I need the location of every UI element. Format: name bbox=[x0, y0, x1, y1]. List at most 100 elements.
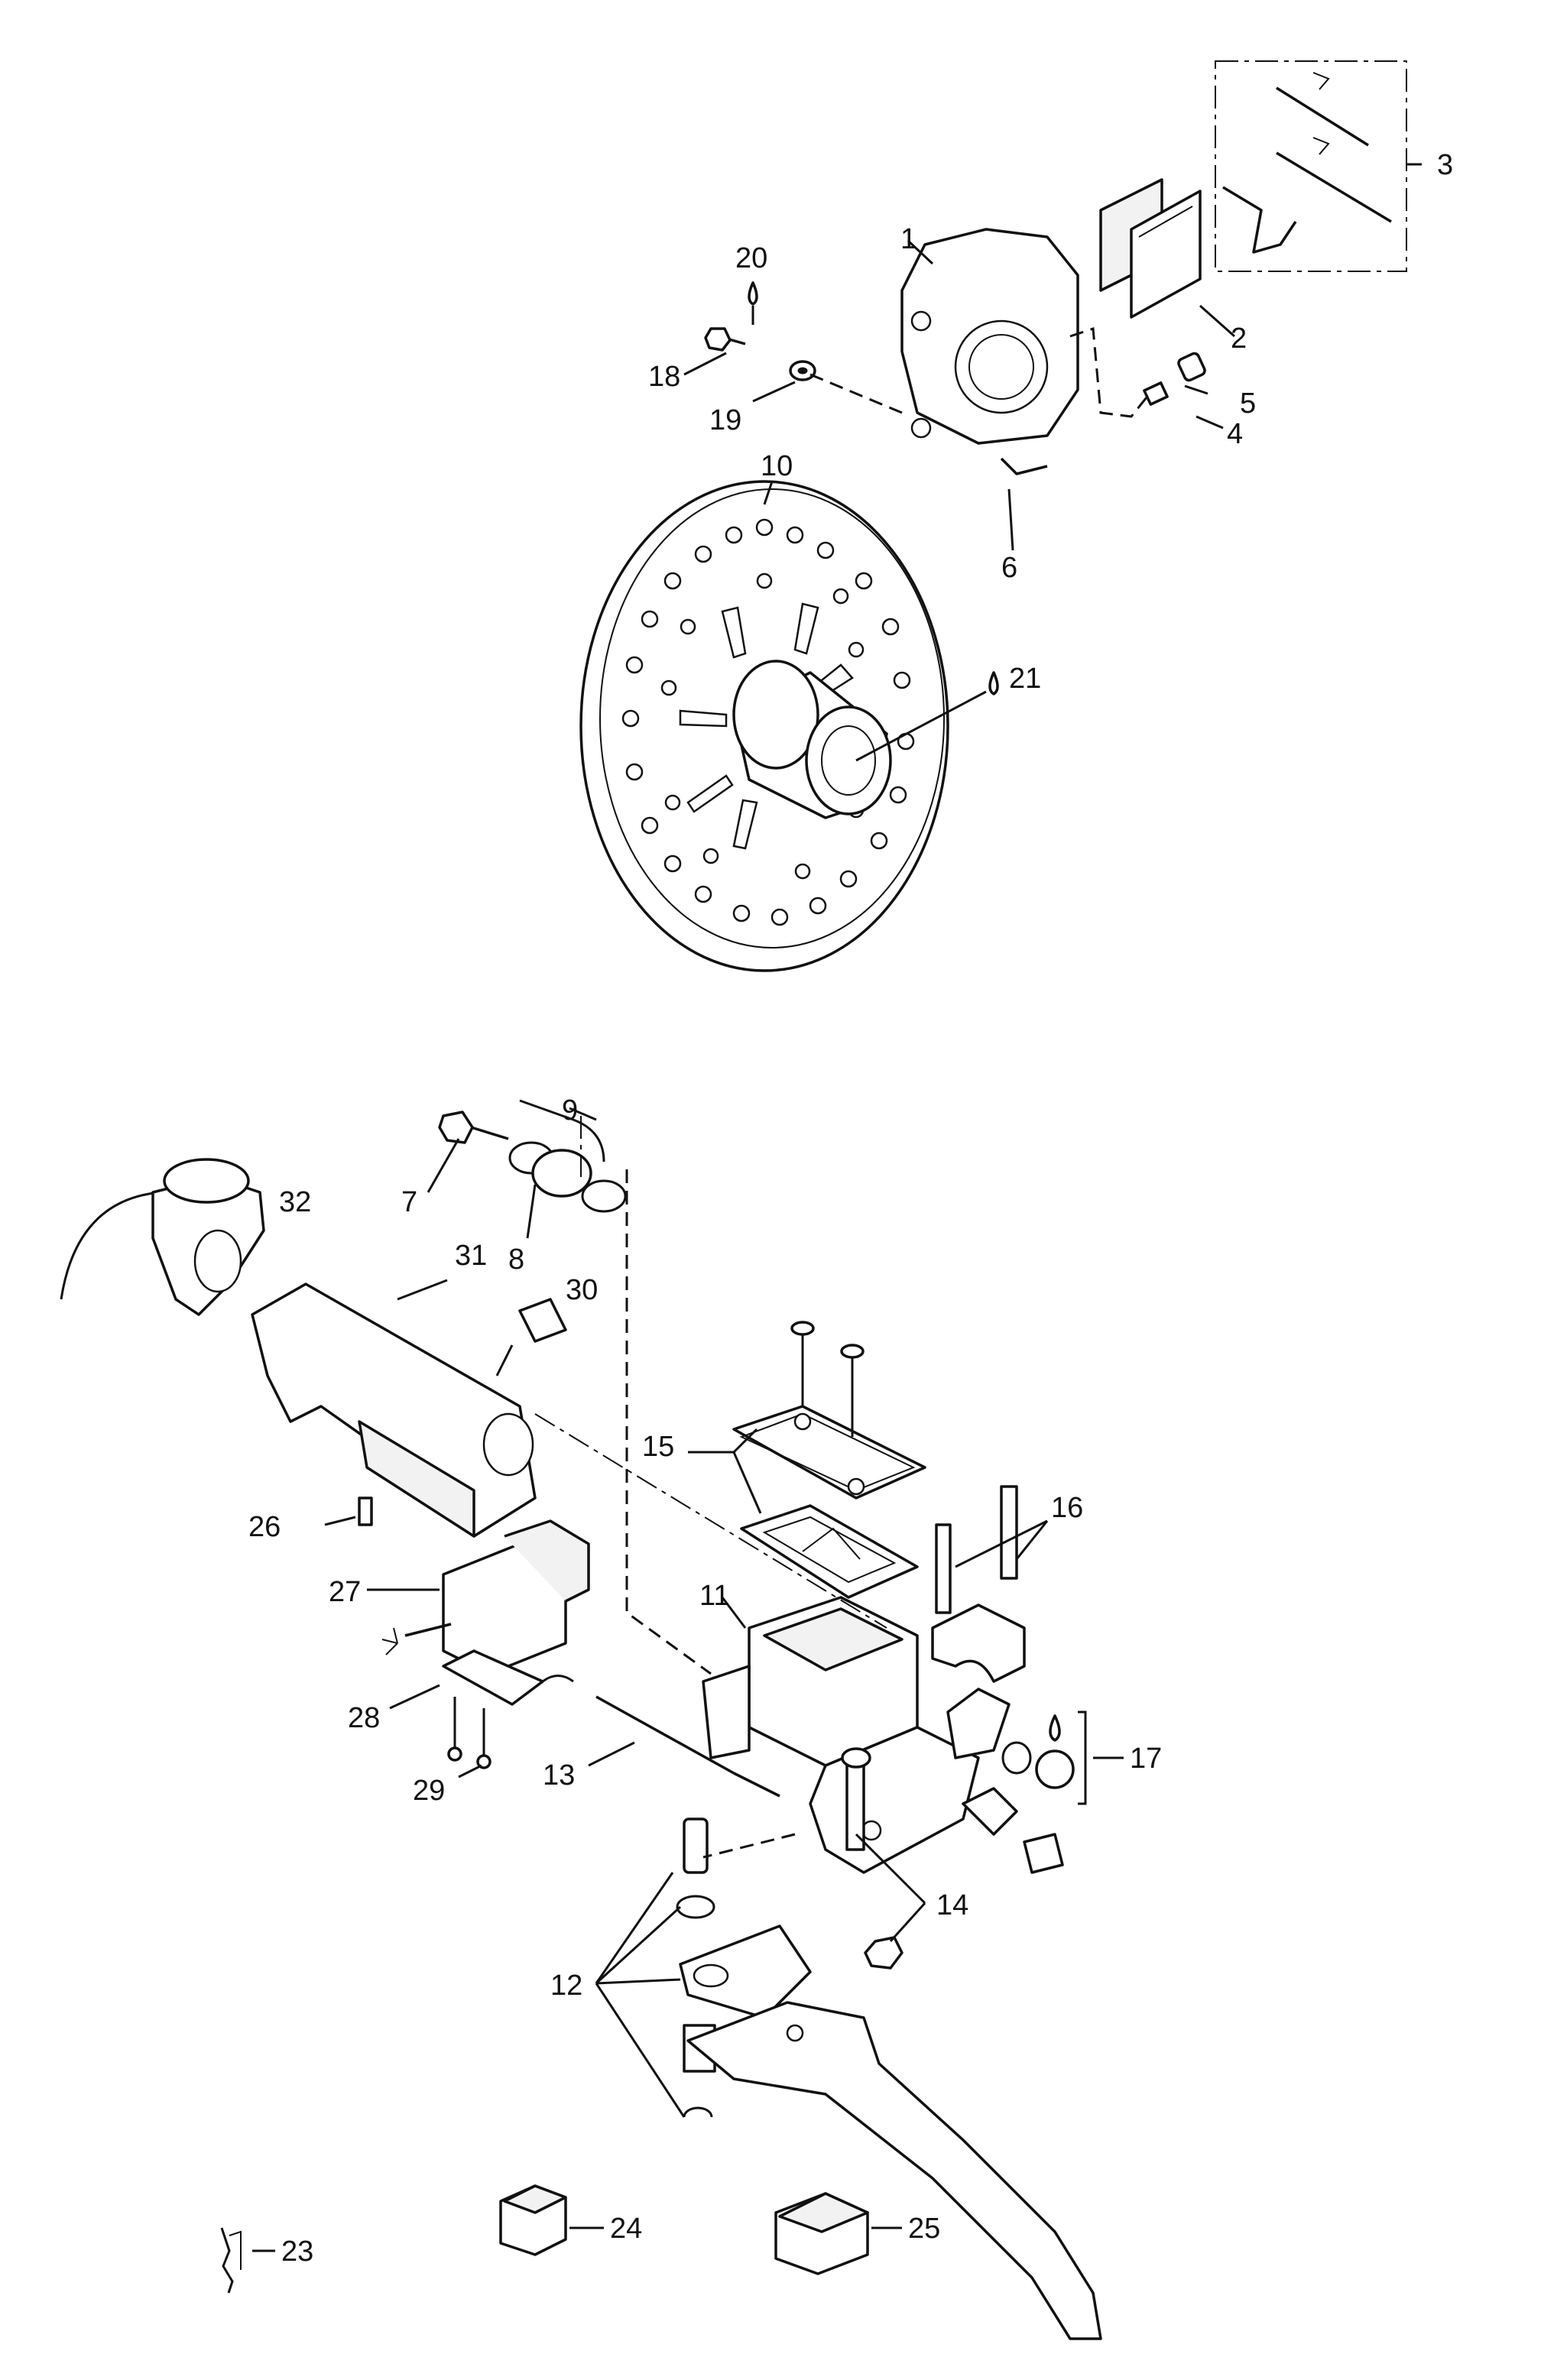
callout-26: 26 bbox=[248, 1511, 281, 1543]
master-cylinder-bore bbox=[702, 1665, 751, 1759]
pin-clip-upper bbox=[1312, 72, 1330, 90]
bracket-screws bbox=[447, 1697, 491, 1769]
cover-side bbox=[358, 1420, 475, 1538]
lever-e-clip bbox=[683, 2106, 713, 2118]
switch-cap bbox=[163, 1158, 250, 1204]
pivot-bolt bbox=[841, 1747, 904, 1970]
leader-lines-top bbox=[683, 163, 1422, 762]
switch-unit-connector bbox=[504, 1519, 590, 1603]
callout-17: 17 bbox=[1130, 1743, 1162, 1775]
banjo-fitting bbox=[531, 1149, 592, 1198]
callout-15: 15 bbox=[642, 1431, 674, 1463]
pin-kit-frame bbox=[1215, 60, 1407, 272]
assembly-line-pivot bbox=[702, 1833, 796, 1859]
callout-2: 2 bbox=[1231, 323, 1247, 355]
callout-23: 23 bbox=[281, 2236, 313, 2268]
reservoir-cap-group bbox=[732, 1405, 926, 1599]
bleeder-assembly bbox=[1143, 352, 1206, 406]
callout-28: 28 bbox=[348, 1702, 380, 1734]
brake-hose bbox=[519, 1099, 605, 1162]
callout-19: 19 bbox=[709, 404, 741, 436]
disc-hub bbox=[732, 660, 892, 819]
drop-icon-20 bbox=[748, 281, 758, 306]
callout-3: 3 bbox=[1437, 149, 1453, 181]
lever-hardware bbox=[676, 1817, 812, 2118]
switch-plunger bbox=[404, 1623, 452, 1637]
lever-pivot-pin bbox=[683, 1817, 709, 1874]
caliper-pin-lower bbox=[1276, 151, 1392, 223]
pushrod-end bbox=[733, 1772, 780, 1798]
caliper-pin-upper bbox=[1276, 86, 1369, 147]
assembly-line-cover bbox=[534, 1413, 887, 1629]
banjo-bolt-head bbox=[438, 1111, 474, 1144]
anti-rattle-spring bbox=[1222, 186, 1297, 254]
switch-cable bbox=[60, 1191, 161, 1300]
callout-labels: 1 2 3 4 5 6 7 8 9 10 11 12 13 14 15 16 1… bbox=[248, 149, 1453, 2268]
pushrod-wire bbox=[542, 1675, 574, 1683]
reservoir-diaphragm bbox=[740, 1504, 919, 1599]
brake-lever bbox=[686, 2001, 1102, 2340]
reservoir-opening bbox=[763, 1607, 904, 1672]
callout-16: 16 bbox=[1051, 1492, 1083, 1524]
callout-7: 7 bbox=[401, 1186, 417, 1218]
callout-9: 9 bbox=[562, 1094, 578, 1127]
drop-icon-17 bbox=[1049, 1714, 1061, 1742]
callout-24: 24 bbox=[610, 2213, 642, 2245]
bracket-17 bbox=[1078, 1710, 1087, 1805]
washer-hole bbox=[797, 367, 808, 375]
callout-14: 14 bbox=[936, 1889, 968, 1921]
diaphragm-bellows bbox=[802, 1527, 861, 1560]
caliper-body bbox=[900, 228, 1079, 475]
switch-unit bbox=[404, 1519, 590, 1675]
diaphragm-inner bbox=[762, 1516, 897, 1584]
callout-8: 8 bbox=[508, 1244, 524, 1276]
reservoir-cap bbox=[732, 1405, 926, 1500]
bleeder-cap bbox=[1177, 352, 1206, 382]
callout-25: 25 bbox=[908, 2213, 940, 2245]
hub-back bbox=[732, 660, 819, 770]
set-screw bbox=[358, 1496, 373, 1526]
pushrod bbox=[542, 1675, 780, 1798]
callout-13: 13 bbox=[543, 1759, 575, 1791]
caliper-mount-hole-2 bbox=[910, 417, 932, 439]
lever-adjuster-plate bbox=[679, 1924, 812, 2019]
callout-29: 29 bbox=[413, 1775, 445, 1807]
mirror-plug-group bbox=[1001, 1710, 1087, 1805]
drop-icon-21 bbox=[988, 671, 999, 696]
banjo-assembly bbox=[438, 1099, 627, 1213]
small-parts-row bbox=[220, 2184, 869, 2294]
clamp-half bbox=[931, 1603, 1026, 1683]
callout-18: 18 bbox=[648, 361, 680, 393]
caliper-mount-hole-1 bbox=[910, 310, 932, 332]
adjuster-pin bbox=[1023, 1833, 1064, 1874]
leader-lines-bottom bbox=[252, 1107, 1124, 2252]
pivot-adjuster bbox=[962, 1787, 1064, 1874]
lever-spring bbox=[676, 1895, 715, 1919]
set-screw-body bbox=[358, 1496, 373, 1526]
terminal-clip bbox=[220, 2227, 234, 2294]
mirror-plug bbox=[1035, 1749, 1075, 1789]
callout-11: 11 bbox=[699, 1580, 729, 1612]
cover-body bbox=[251, 1282, 537, 1538]
hub-bore bbox=[821, 725, 876, 796]
callout-31: 31 bbox=[455, 1240, 487, 1272]
pad-edge bbox=[1138, 206, 1193, 238]
callout-30: 30 bbox=[566, 1274, 598, 1306]
switch-cover bbox=[251, 1282, 537, 1538]
master-cylinder-clamp-half bbox=[946, 1688, 1011, 1759]
callout-6: 6 bbox=[1001, 552, 1017, 584]
caliper-bolt-head bbox=[704, 327, 732, 352]
handlebar-clamp bbox=[931, 1485, 1026, 1683]
brake-disc-inner-rim bbox=[599, 488, 945, 948]
decal-leader bbox=[495, 1344, 514, 1376]
assembly-line-banjo bbox=[625, 1169, 712, 1675]
clamp-bolt-1 bbox=[935, 1523, 952, 1614]
brake-pad-front bbox=[1130, 190, 1202, 319]
cover-hole bbox=[482, 1412, 534, 1477]
callout-20: 20 bbox=[735, 242, 767, 274]
pin-clip-lower bbox=[1312, 137, 1330, 155]
hub-face bbox=[805, 705, 892, 815]
decal-label bbox=[518, 1298, 567, 1343]
